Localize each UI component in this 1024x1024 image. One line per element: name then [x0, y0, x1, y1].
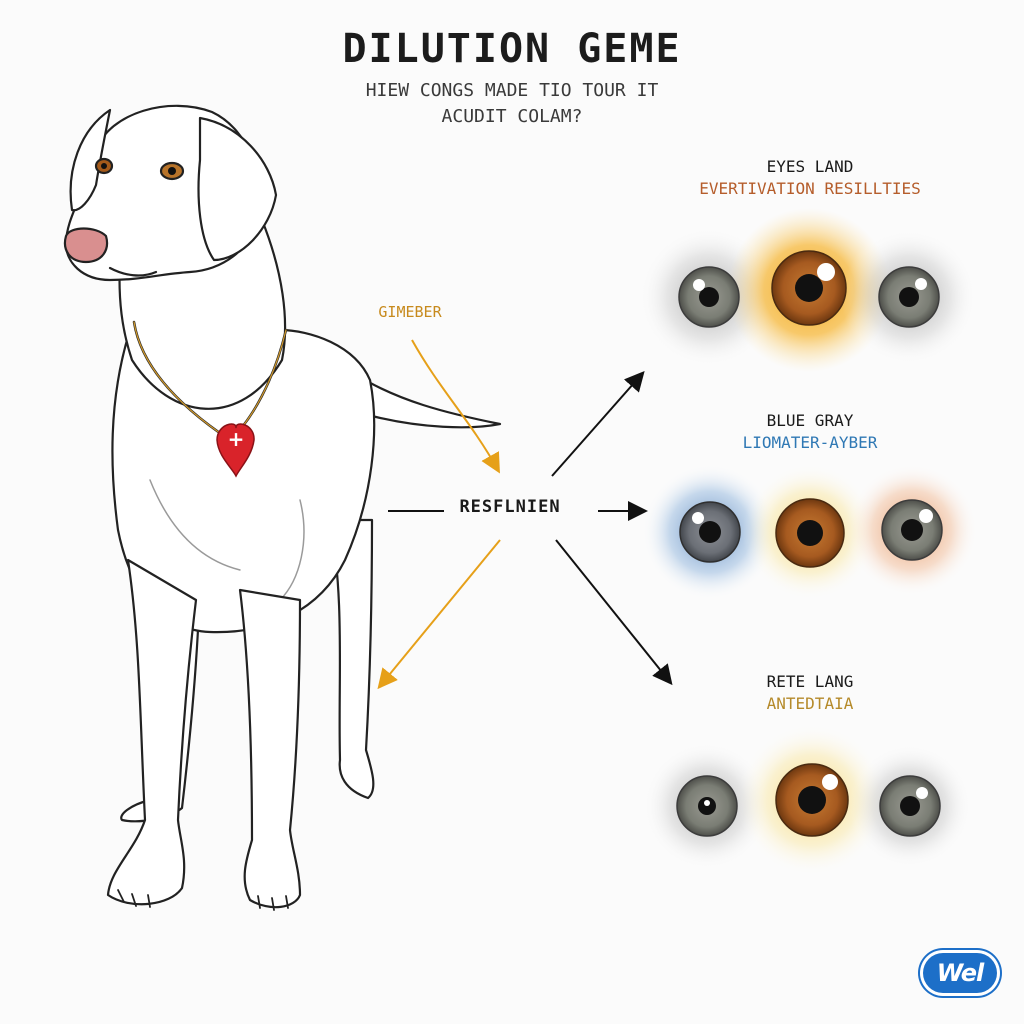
arrow-up-right — [551, 371, 645, 477]
blue-gray-eye — [679, 501, 741, 563]
group-1-subheading: EVERTIVATION RESILLTIES — [699, 179, 921, 198]
gray-eye — [678, 266, 740, 328]
heart-pendant — [216, 423, 255, 478]
dog-illustration — [63, 104, 502, 911]
amber-eye — [771, 250, 847, 326]
group-2-heading: BLUE GRAY — [766, 411, 854, 430]
gray-eye — [881, 499, 943, 561]
arrow-group — [377, 339, 673, 690]
orange-arrow-diagonal — [377, 539, 501, 690]
amber-eye — [775, 498, 845, 568]
amber-eye — [775, 763, 849, 837]
eye-group-2 — [642, 464, 978, 600]
subtitle-line-2: ACUDIT COLAM? — [441, 106, 583, 127]
group-3-heading: RETE LANG — [766, 672, 854, 691]
brand-logo: Wel — [920, 950, 1000, 996]
gimeber-label: GIMEBER — [378, 303, 442, 321]
gray-eye — [879, 775, 941, 837]
center-label: RESFLNIEN — [459, 497, 561, 517]
subtitle-line-1: HIEW CONGS MADE TIO TOUR IT — [365, 80, 659, 101]
orange-arrow-down — [411, 339, 500, 474]
pendant-cross-icon: + — [228, 427, 245, 451]
group-3-subheading: ANTEDTAIA — [766, 694, 854, 713]
gray-eye — [878, 266, 940, 328]
arrow-down-right — [555, 539, 673, 686]
eye-group-3 — [643, 724, 972, 876]
group-2-subheading: LIOMATER-AYBER — [742, 433, 878, 452]
gray-eye — [676, 775, 738, 837]
eye-group-1 — [639, 208, 977, 372]
page-title: DILUTION GEME — [342, 26, 682, 72]
group-1-heading: EYES LAND — [766, 157, 854, 176]
